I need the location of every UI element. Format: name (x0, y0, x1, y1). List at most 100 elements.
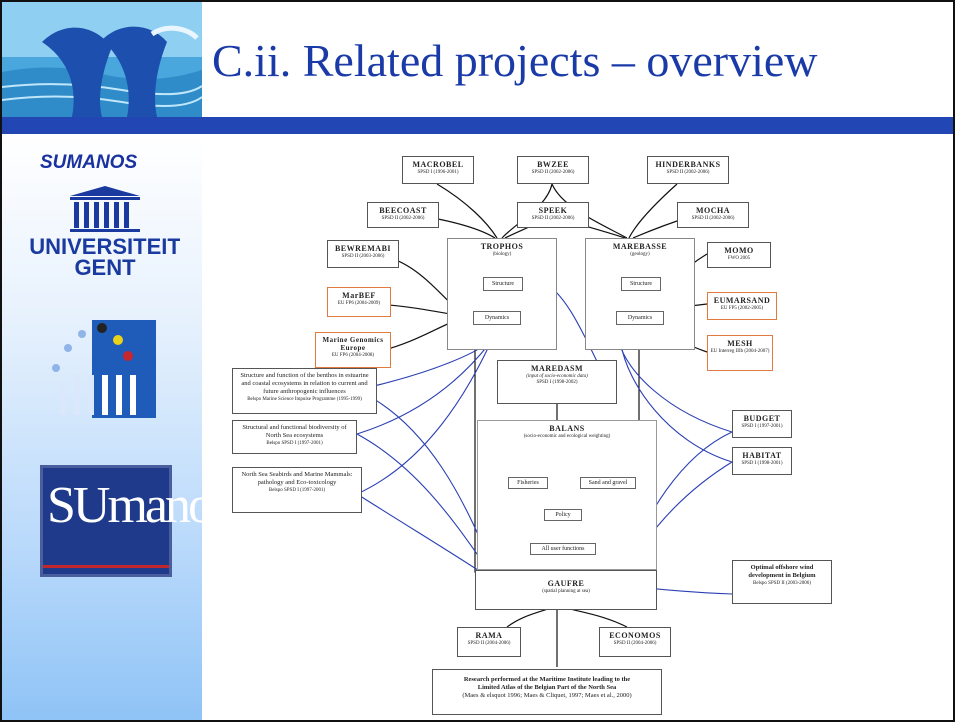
study-seabirds-text: North Sea Seabirds and Marine Mammals: p… (241, 471, 353, 486)
institute-dots-logo (52, 320, 156, 418)
study-seabirds: North Sea Seabirds and Marine Mammals: p… (232, 467, 362, 513)
sumanos-logo: SUmanos (40, 465, 231, 577)
ugent-line-2: GENT (74, 255, 136, 280)
project-habitat: HABITAT SPSD I (1998-2001) (732, 447, 792, 475)
project-marbef-name: MarBEF (342, 291, 376, 300)
project-beecoast-sub: SPSD II (2002-2006) (381, 216, 425, 221)
ugent-line-1: UNIVERSITEIT (30, 234, 180, 259)
study-benthos-text: Structure and function of the benthos in… (240, 372, 369, 395)
balans-policy: Policy (544, 509, 582, 521)
study-benthos: Structure and function of the benthos in… (232, 368, 377, 414)
balans-sub: (socio-economic and ecological weighting… (523, 434, 611, 439)
project-mocha-sub: SPSD II (2002-2006) (691, 216, 735, 221)
balans-box: BALANS (socio-economic and ecological we… (477, 420, 657, 570)
trophos-box: TROPHOS (biology) Structure Dynamics (447, 238, 557, 350)
sumanos-logo-text: SUmanos (47, 477, 231, 534)
project-bewremabi: BEWREMABI SPSD II (2003-2006) (327, 240, 399, 268)
project-budget-name: BUDGET (743, 414, 781, 423)
trophos-name: TROPHOS (480, 242, 524, 251)
project-bewremabi-sub: SPSD II (2003-2006) (341, 254, 385, 259)
research-note-line2: Limited Atlas of the Belgian Part of the… (477, 684, 617, 691)
project-speek-name: SPEEK (538, 206, 568, 215)
gaufre-box: GAUFRE (spatial planning at sea) (475, 570, 657, 610)
project-mesh-name: MESH (727, 339, 753, 348)
project-macrobel-name: MACROBEL (412, 160, 464, 169)
project-macrobel: MACROBEL SPSD I (1996-2001) (402, 156, 474, 184)
research-note-line1: Research performed at the Maritime Insti… (463, 676, 631, 683)
header-divider (2, 117, 953, 134)
project-habitat-sub: SPSD I (1998-2001) (741, 461, 783, 466)
maredasm-name: MAREDASM (531, 364, 583, 373)
trophos-sub: (biology) (492, 252, 512, 257)
project-bwzee-name: BWZEE (537, 160, 569, 169)
project-marine-genomics-name: Marine Genomics Europe (322, 336, 384, 352)
study-biodiversity-text: Structural and functional biodiversity o… (242, 424, 347, 439)
study-benthos-sub: Belspo Marine Science Impulse Programme … (247, 397, 362, 402)
project-economos: ECONOMOS SPSD II (2004-2006) (599, 627, 671, 657)
maritime-institute-logo (2, 2, 202, 117)
research-note: Research performed at the Maritime Insti… (432, 669, 662, 715)
study-biodiversity: Structural and functional biodiversity o… (232, 420, 357, 454)
balans-all-uses: All user functions (530, 543, 596, 555)
maredasm-line2: (input of socio-economic data) (526, 374, 588, 379)
project-bewremabi-name: BEWREMABI (334, 244, 392, 253)
project-eumarsand-name: EUMARSAND (713, 296, 771, 305)
project-speek: SPEEK SPSD II (2002-2006) (517, 202, 589, 228)
project-rama-sub: SPSD II (2004-2006) (467, 641, 511, 646)
marebasse-name: MAREBASSE (612, 242, 668, 251)
project-bwzee-sub: SPSD II (2002-2006) (531, 170, 575, 175)
project-hinderbanks-sub: SPSD II (2002-2006) (666, 170, 710, 175)
trophos-dynamics: Dynamics (473, 311, 521, 325)
project-hinderbanks-name: HINDERBANKS (655, 160, 721, 169)
project-beecoast-name: BEECOAST (379, 206, 427, 215)
marebasse-structure: Structure (621, 277, 661, 291)
project-marbef: MarBEF EU FP6 (2004-2009) (327, 287, 391, 317)
project-marbef-sub: EU FP6 (2004-2009) (337, 301, 381, 306)
project-economos-name: ECONOMOS (609, 631, 661, 640)
project-mocha: MOCHA SPSD II (2002-2006) (677, 202, 749, 228)
marebasse-sub: (geology) (630, 252, 650, 257)
sumanos-logo-stripe (43, 565, 169, 568)
study-offshore-wind: Optimal offshore wind development in Bel… (732, 560, 832, 604)
project-eumarsand: EUMARSAND EU FP5 (2002-2005) (707, 292, 777, 320)
project-mesh-sub: EU Interreg IIIb (2004-2007) (710, 349, 770, 354)
ugent-logo: UNIVERSITEIT GENT (30, 186, 180, 280)
project-hinderbanks: HINDERBANKS SPSD II (2002-2006) (647, 156, 729, 184)
project-mocha-name: MOCHA (695, 206, 731, 215)
balans-sand: Sand and gravel (580, 477, 636, 489)
project-momo: MOMO FWO 2005 (707, 242, 771, 268)
project-habitat-name: HABITAT (742, 451, 782, 460)
page-title: C.ii. Related projects – overview (212, 35, 818, 86)
gaufre-name: GAUFRE (547, 579, 585, 588)
related-projects-diagram: MACROBEL SPSD I (1996-2001) BWZEE SPSD I… (207, 142, 953, 720)
research-note-line3: (Maes & elsquot 1996; Maes & Cliquet, 19… (462, 692, 632, 699)
project-eumarsand-sub: EU FP5 (2002-2005) (720, 306, 764, 311)
study-offshore-wind-text: Optimal offshore wind development in Bel… (748, 564, 816, 579)
marebasse-box: MAREBASSE (geology) Structure Dynamics (585, 238, 695, 350)
slide-header: C.ii. Related projects – overview (2, 2, 953, 117)
project-rama-name: RAMA (475, 631, 503, 640)
project-macrobel-sub: SPSD I (1996-2001) (417, 170, 459, 175)
project-economos-sub: SPSD II (2004-2006) (613, 641, 657, 646)
study-offshore-wind-sub: Belspo SPSD II (2003-2006) (753, 581, 811, 586)
maredasm-box: MAREDASM (input of socio-economic data) … (497, 360, 617, 404)
project-marine-genomics-sub: EU FP6 (2004-2008) (331, 353, 375, 358)
gaufre-sub: (spatial planning at sea) (542, 589, 590, 594)
project-momo-name: MOMO (724, 246, 754, 255)
project-speek-sub: SPSD II (2002-2006) (531, 216, 575, 221)
project-momo-sub: FWO 2005 (727, 256, 751, 261)
sumanos-label: SUMANOS (40, 152, 138, 173)
balans-fisheries: Fisheries (508, 477, 548, 489)
project-budget: BUDGET SPSD I (1997-2001) (732, 410, 792, 438)
study-biodiversity-sub: Belspo SPSD I (1997-2001) (266, 441, 323, 446)
marebasse-dynamics: Dynamics (616, 311, 664, 325)
project-marine-genomics: Marine Genomics Europe EU FP6 (2004-2008… (315, 332, 391, 368)
maredasm-line3: SPSD I (1998-2002) (536, 380, 578, 385)
study-seabirds-sub: Belspo SPSD I (1997-2001) (268, 488, 326, 493)
project-budget-sub: SPSD I (1997-2001) (741, 424, 783, 429)
project-bwzee: BWZEE SPSD II (2002-2006) (517, 156, 589, 184)
trophos-structure: Structure (483, 277, 523, 291)
project-rama: RAMA SPSD II (2004-2006) (457, 627, 521, 657)
project-mesh: MESH EU Interreg IIIb (2004-2007) (707, 335, 773, 371)
